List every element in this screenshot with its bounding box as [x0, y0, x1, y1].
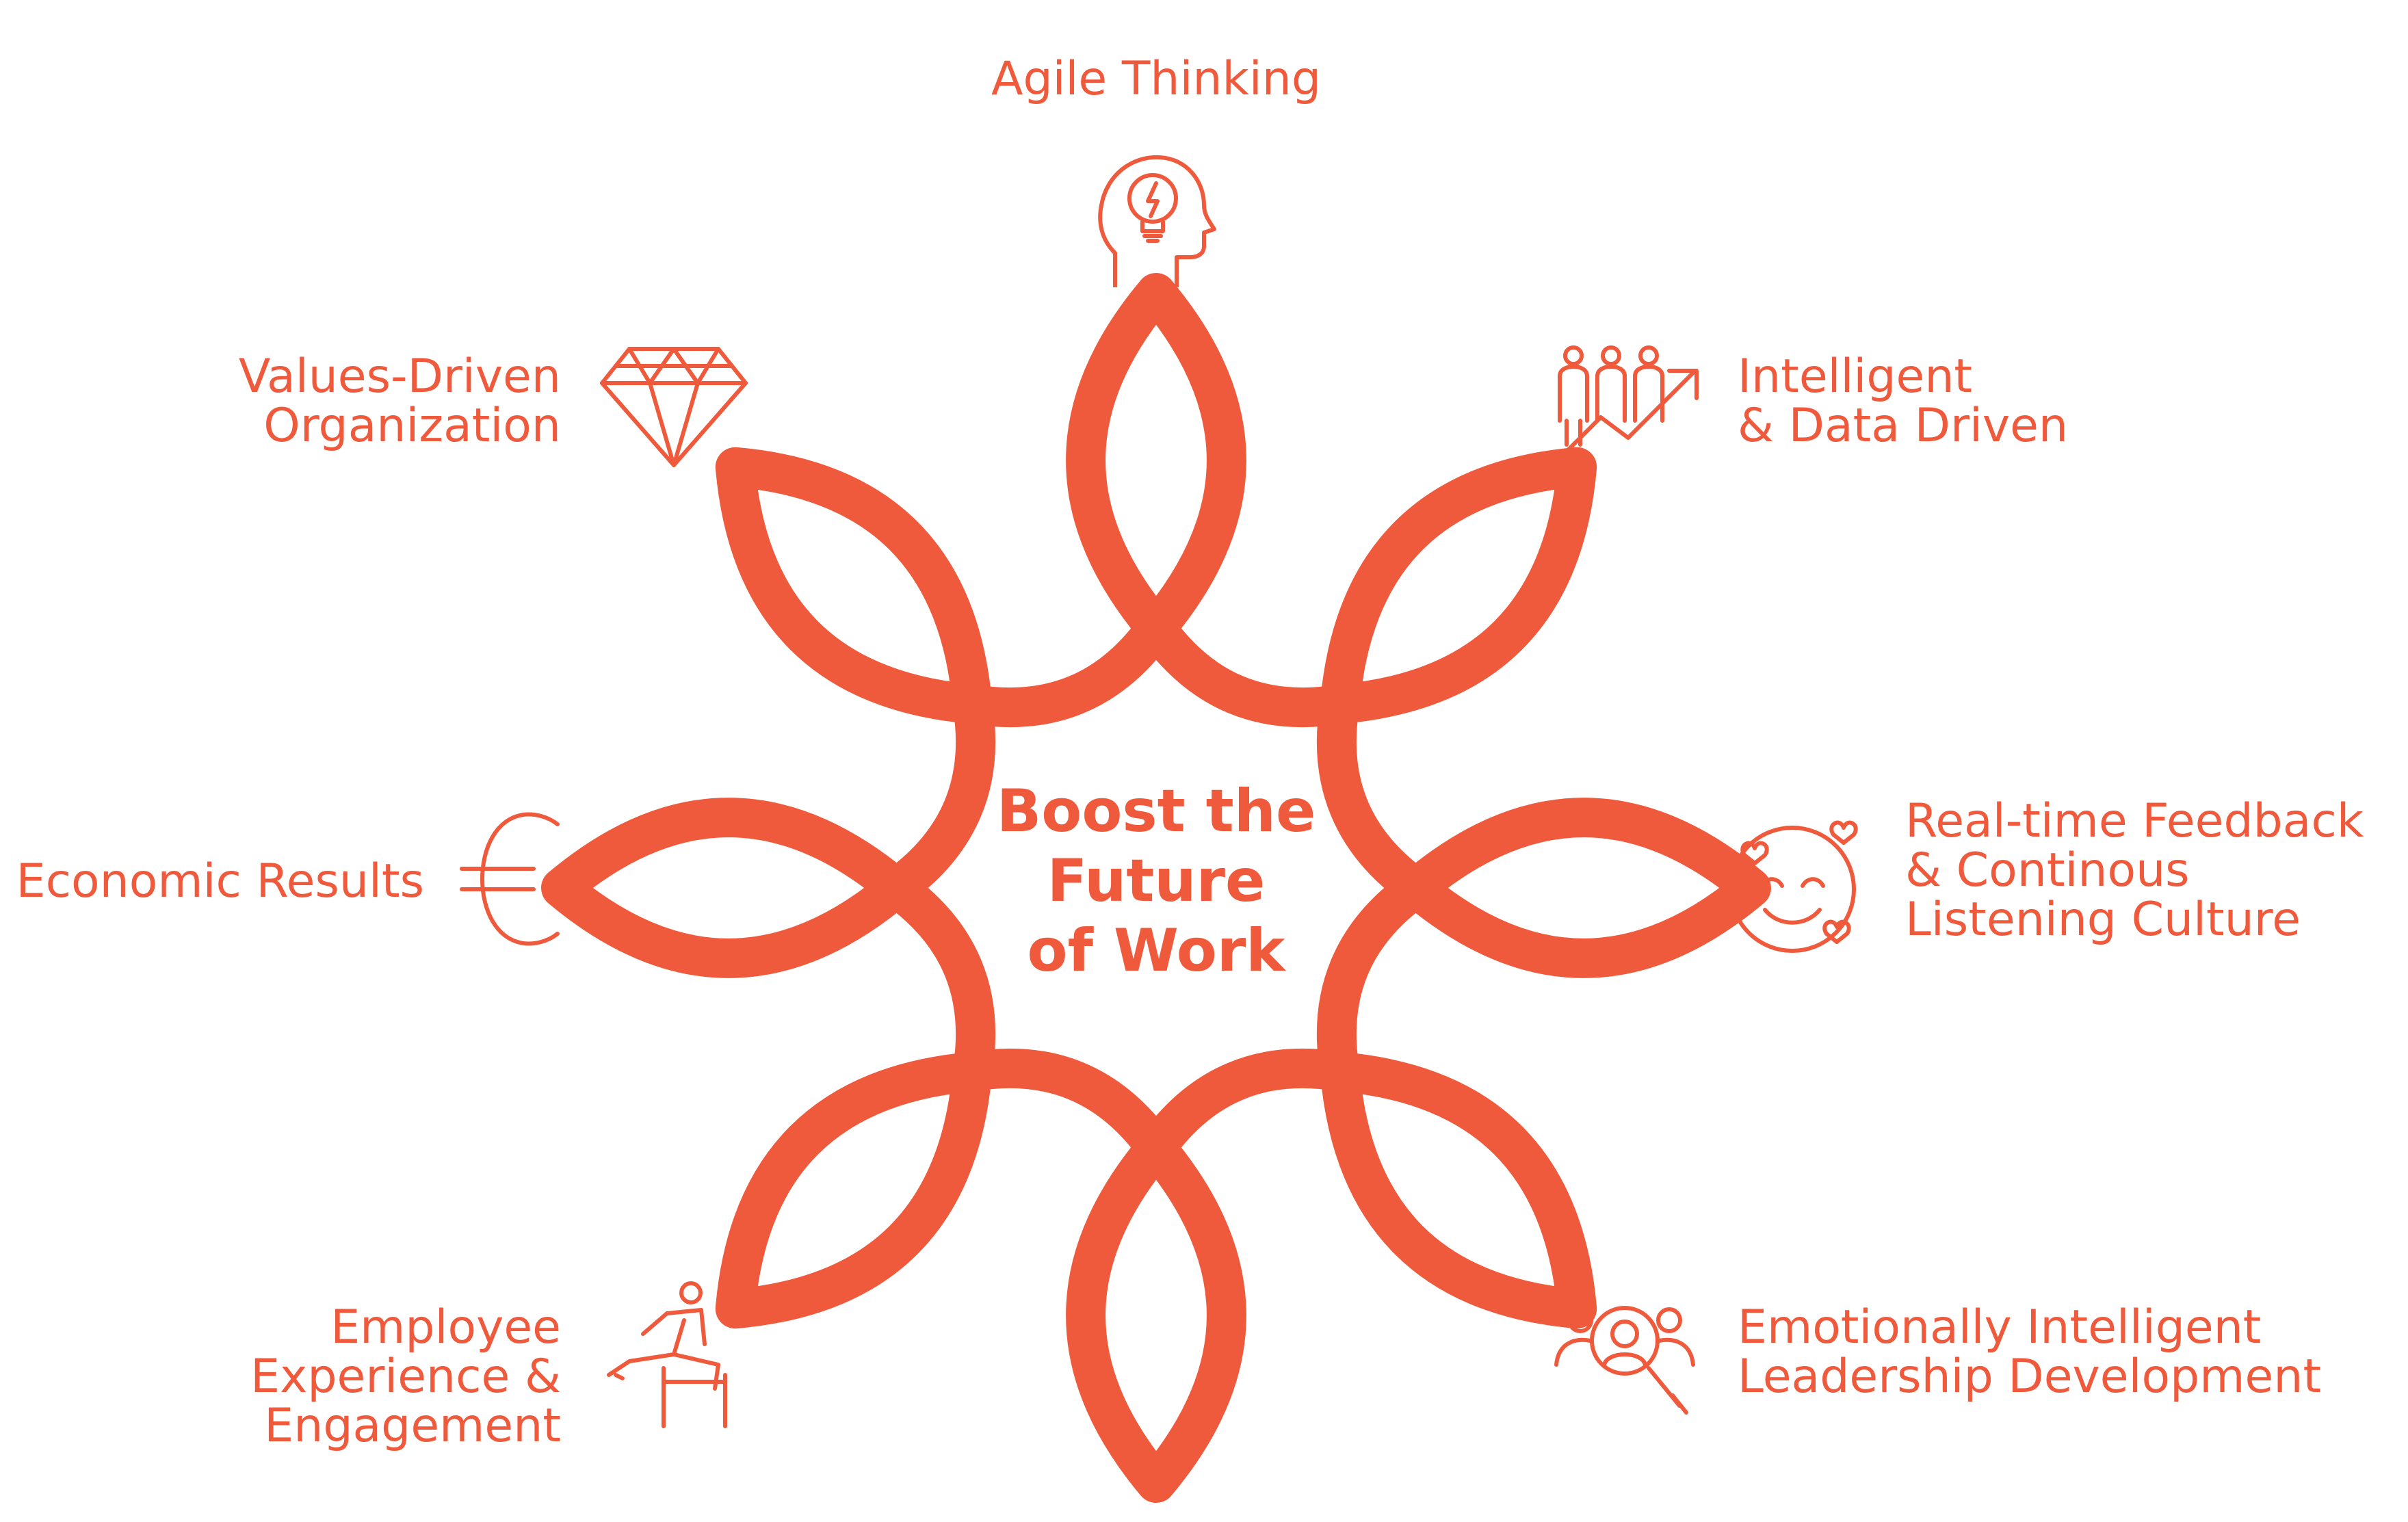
label-feedback-line-1: Real-time Feedback [1905, 794, 2364, 848]
flower-ring-arc [1136, 608, 1360, 728]
diamond-icon [595, 342, 752, 469]
label-leadership-line-2: Leadership Development [1738, 1350, 2322, 1404]
flower-ring-arc [952, 608, 1176, 728]
label-intelligent-line-1: Intelligent [1738, 350, 1973, 404]
label-economic-results: Economic Results [0, 857, 424, 906]
people-search-icon [1553, 1303, 1703, 1419]
label-agile-line-1: Agile Thinking [991, 52, 1322, 106]
flower-ring-arc [876, 684, 996, 908]
label-employee-experience: Employee Experience & Engagement [205, 1303, 561, 1451]
center-title-line-2: Future [1047, 847, 1266, 915]
flower-petal [715, 447, 993, 724]
flower-ring-arc [1316, 684, 1436, 908]
flower-ring-arc [876, 868, 996, 1092]
label-intelligent-data-driven: Intelligent & Data Driven [1738, 352, 2068, 451]
center-title: Boost the Future of Work [951, 776, 1361, 986]
flower-petal [1066, 273, 1246, 648]
flower-petal [715, 1051, 993, 1329]
flower-ring-arc [1136, 1048, 1360, 1168]
label-leadership-line-1: Emotionally Intelligent [1738, 1300, 2262, 1354]
flower-petal [1066, 1128, 1246, 1503]
label-employee-line-3: Engagement [264, 1399, 561, 1453]
flower-petal [1396, 798, 1771, 978]
center-title-line-1: Boost the [996, 777, 1316, 845]
label-realtime-feedback: Real-time Feedback & Continous Listening… [1905, 797, 2364, 945]
label-intelligent-line-2: & Data Driven [1738, 399, 2069, 453]
flower-petal [541, 798, 916, 978]
head-lightbulb-icon [1095, 150, 1218, 287]
hurdle-runner-icon [602, 1279, 739, 1430]
label-values-line-1: Values-Driven [238, 350, 561, 404]
flower-petal [1320, 1051, 1597, 1329]
people-growth-arrow-icon [1546, 342, 1710, 472]
label-agile-thinking: Agile Thinking [985, 55, 1327, 104]
label-feedback-line-2: & Continous [1905, 843, 2190, 897]
flower-petal [1320, 447, 1597, 724]
label-employee-line-2: Experience & [250, 1350, 561, 1404]
label-emotionally-intelligent: Emotionally Intelligent Leadership Devel… [1738, 1303, 2321, 1402]
label-economic-line-1: Economic Results [16, 854, 424, 908]
label-employee-line-1: Employee [330, 1300, 561, 1354]
label-values-line-2: Organization [263, 399, 561, 453]
center-title-line-3: of Work [1027, 917, 1285, 985]
flower-ring-arc [952, 1048, 1176, 1168]
euro-icon [458, 811, 561, 947]
label-values-driven: Values-Driven Organization [205, 352, 561, 451]
flower-ring-arc [1316, 868, 1436, 1092]
smiling-face-hearts-icon [1724, 814, 1868, 958]
label-feedback-line-3: Listening Culture [1905, 893, 2301, 947]
